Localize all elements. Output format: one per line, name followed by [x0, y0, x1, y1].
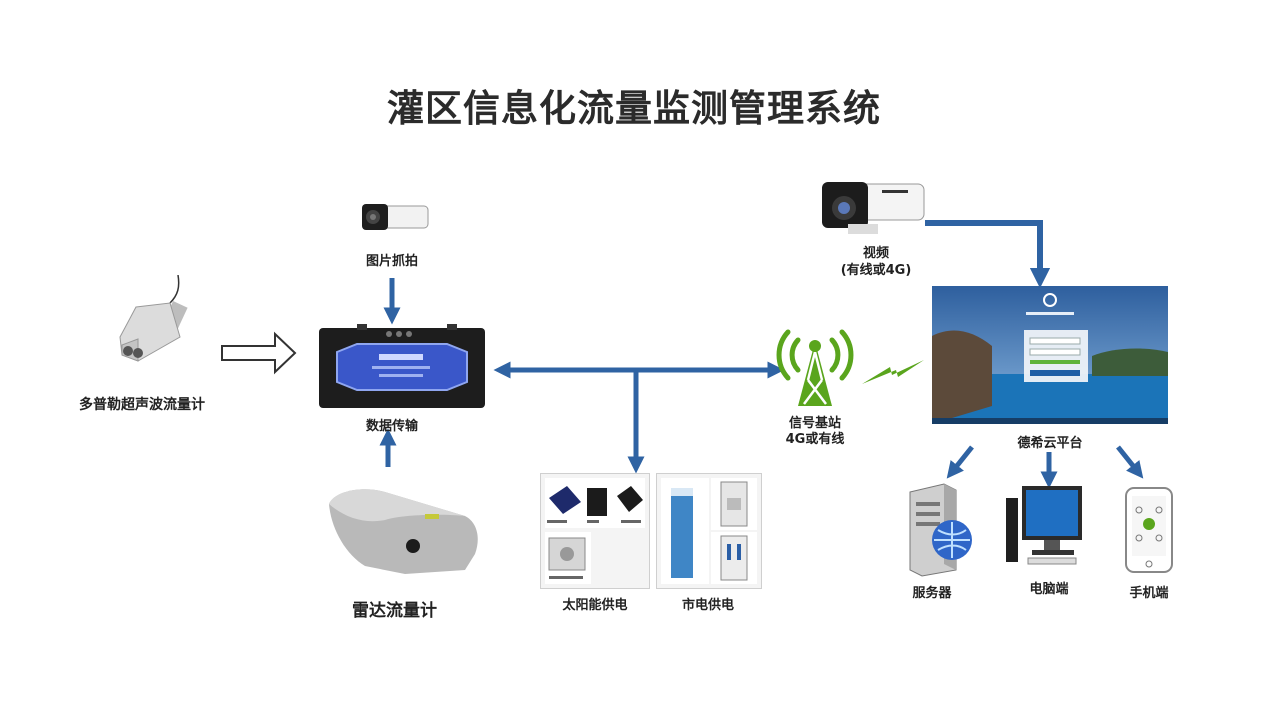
cloud-logo-icon	[1043, 293, 1057, 307]
base-station-icon	[776, 329, 854, 406]
solar-panel-icon	[549, 486, 581, 514]
video-camera-icon	[822, 182, 925, 234]
battery-icon	[587, 488, 607, 516]
label-video-line1: 视频	[862, 246, 889, 261]
arrow-to-mobile	[1116, 445, 1144, 479]
label-mobile: 手机端	[1129, 586, 1169, 601]
dtu-device-icon	[319, 324, 485, 408]
cloud-platform-screen	[932, 286, 1168, 424]
doppler-sensor-icon	[119, 275, 188, 362]
capture-camera-icon	[362, 204, 429, 230]
label-capture: 图片抓拍	[365, 254, 418, 269]
label-pc: 电脑端	[1029, 582, 1069, 597]
label-radar: 雷达流量计	[352, 601, 437, 621]
label-solar: 太阳能供电	[562, 598, 628, 613]
mains-power-panel	[656, 473, 762, 589]
arrow-video-to-platform	[925, 220, 1051, 289]
mobile-icon	[1125, 487, 1173, 573]
label-station-line2: 4G或有线	[785, 432, 845, 447]
solar-power-panel	[540, 473, 650, 589]
server-icon	[909, 483, 972, 577]
power-supply-icon	[671, 488, 693, 578]
breaker-icon	[720, 535, 748, 581]
label-station-line1: 信号基站	[788, 416, 841, 431]
signal-bolt-icon	[862, 360, 924, 384]
controller-icon	[617, 486, 643, 512]
arrow-to-server	[946, 445, 974, 479]
label-dtu: 数据传输	[365, 419, 418, 434]
label-video-line2: (有线或4G)	[840, 263, 912, 278]
label-doppler: 多普勒超声波流量计	[79, 397, 205, 413]
radar-sensor-icon	[329, 489, 478, 574]
pc-icon	[1006, 486, 1082, 565]
diagram-title: 灌区信息化流量监测管理系统	[387, 87, 881, 130]
hollow-arrow	[221, 331, 297, 375]
label-server: 服务器	[912, 586, 952, 601]
label-cloud: 德希云平台	[1017, 436, 1083, 451]
label-mains: 市电供电	[681, 598, 734, 613]
